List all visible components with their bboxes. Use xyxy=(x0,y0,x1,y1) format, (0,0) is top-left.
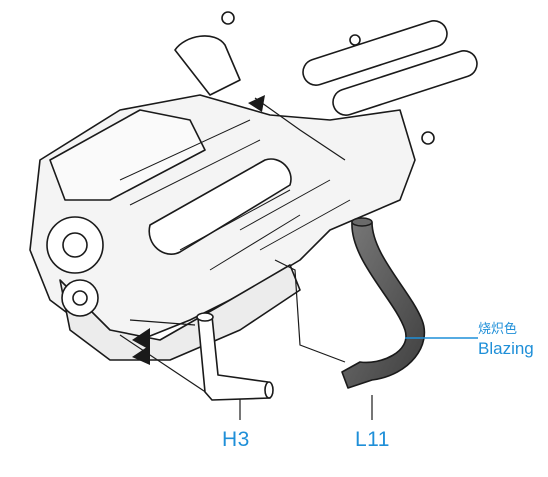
part-label-l11: L11 xyxy=(355,428,390,451)
part-label-h3: H3 xyxy=(222,428,250,451)
color-name-chinese: 烧炽色 xyxy=(478,322,518,337)
part-l11-hose xyxy=(341,217,426,389)
engine-block xyxy=(29,11,478,361)
callout-lines xyxy=(119,97,373,420)
part-h3-pipe xyxy=(196,312,274,401)
color-name-english: Blazing xyxy=(478,339,534,358)
arrow-icon xyxy=(132,95,265,365)
